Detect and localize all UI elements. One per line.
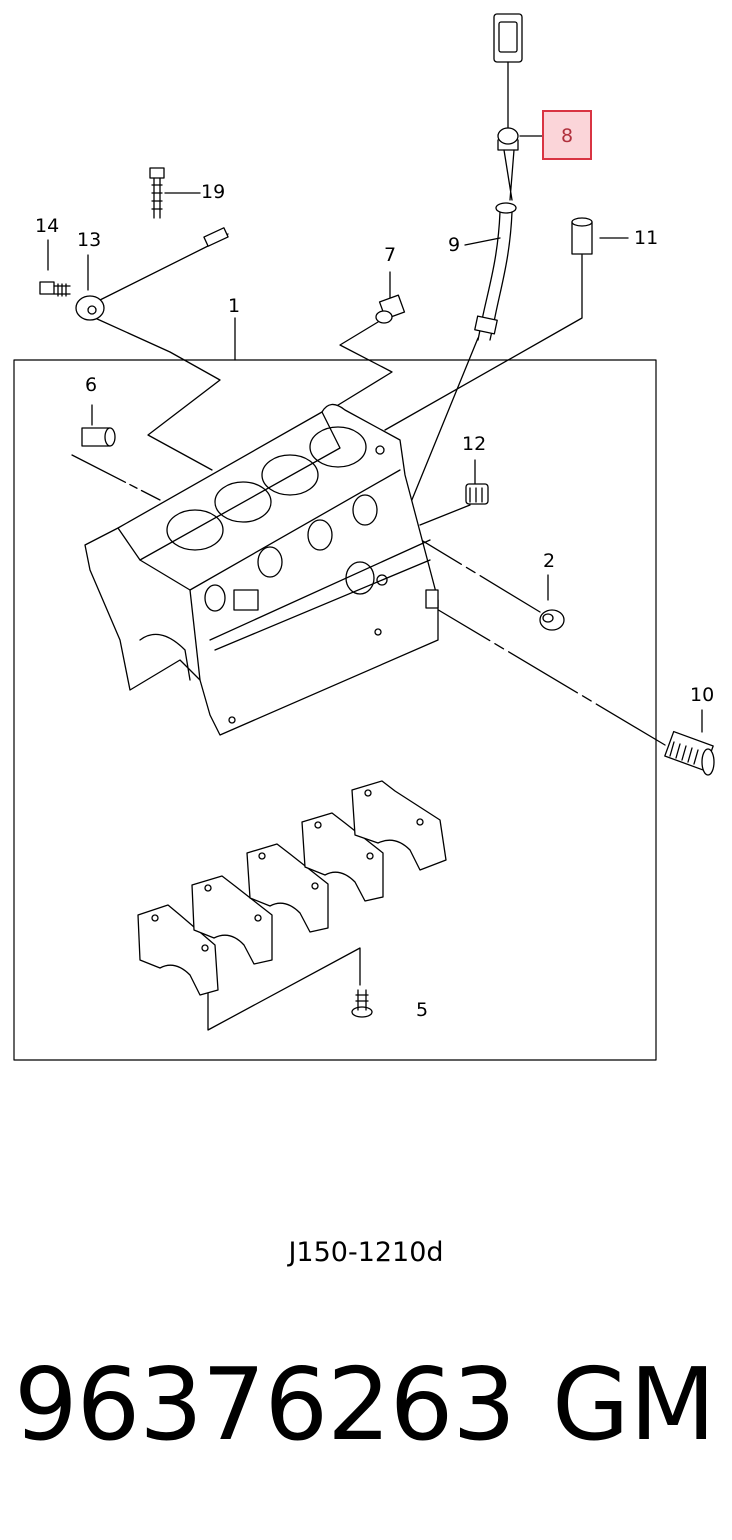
callout-14: 14	[35, 215, 60, 237]
callout-6: 6	[85, 374, 98, 396]
leader-7	[329, 271, 393, 411]
callout-12: 12	[462, 433, 487, 455]
sleeve-10	[664, 730, 715, 776]
cylinder-block	[84, 403, 439, 736]
leader-5	[207, 947, 361, 1031]
leader-14-13	[47, 239, 89, 291]
dowel-6	[81, 427, 116, 447]
leader-1-block	[94, 317, 221, 471]
leader-12	[419, 459, 476, 526]
assembly-frame	[13, 359, 657, 1061]
callout-9: 9	[448, 234, 461, 256]
callout-8[interactable]: 8	[561, 125, 574, 147]
seal-2	[539, 609, 565, 631]
callout-7: 7	[384, 244, 397, 266]
diagram-code: J150-1210d	[288, 1237, 444, 1268]
bearing-caps	[137, 780, 447, 996]
callout-5: 5	[416, 999, 429, 1021]
part-number: 96376263	[14, 1346, 516, 1463]
bolt-19	[149, 167, 165, 219]
callout-13: 13	[77, 229, 102, 251]
leader-10	[429, 604, 703, 746]
callout-1: 1	[228, 295, 241, 317]
plug-7	[375, 294, 406, 324]
leader-11	[384, 254, 583, 431]
brand-label: GM	[552, 1346, 716, 1463]
bolt-14	[39, 281, 71, 297]
knock-sensor	[75, 227, 229, 321]
engine-block-exploded-diagram	[13, 13, 715, 1061]
sleeve	[571, 217, 593, 255]
dipstick	[493, 13, 523, 201]
callout-2: 2	[543, 550, 556, 572]
callout-19: 19	[201, 181, 226, 203]
leader-6	[71, 404, 161, 501]
plug-12	[465, 483, 489, 505]
highlight-box-callout-8	[542, 110, 592, 160]
dipstick-tube	[474, 202, 517, 341]
bolt-5	[351, 989, 373, 1018]
callout-11: 11	[634, 227, 659, 249]
leader-9	[464, 237, 501, 246]
callout-10: 10	[690, 684, 715, 706]
